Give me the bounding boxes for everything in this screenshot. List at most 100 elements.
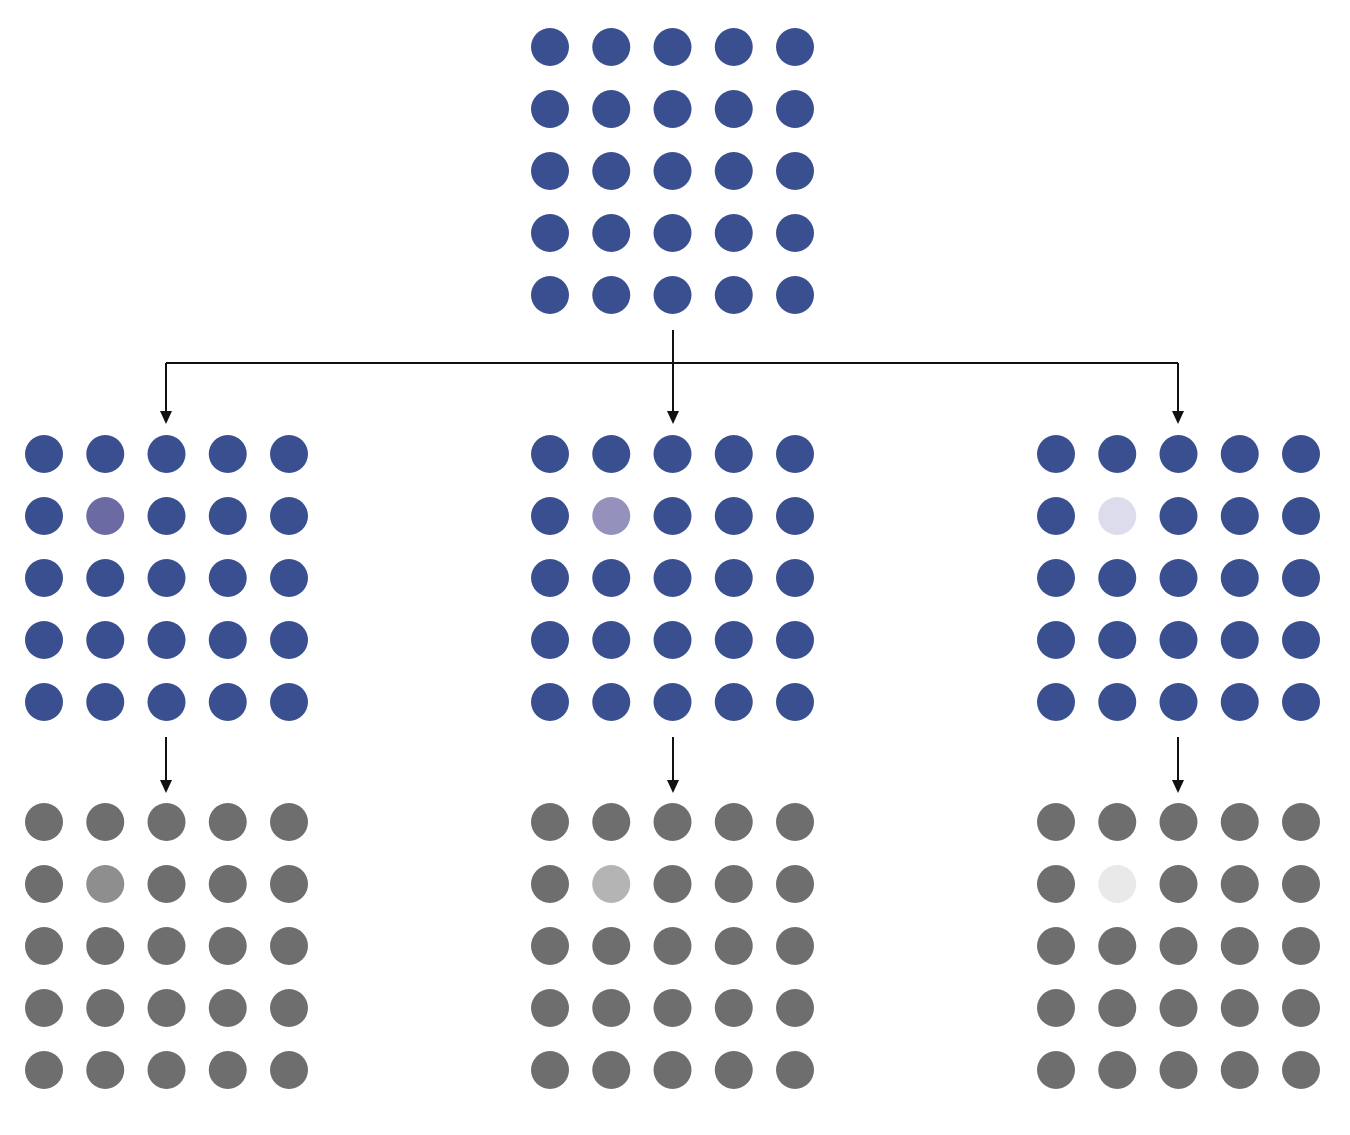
dot: [1098, 927, 1137, 965]
dot: [714, 28, 753, 66]
dot: [592, 214, 631, 252]
dot: [714, 865, 753, 903]
dot: [531, 803, 569, 841]
dot: [653, 28, 692, 66]
dot: [208, 865, 247, 903]
dot: [714, 90, 753, 128]
dot: [776, 435, 814, 473]
dot: [1098, 803, 1137, 841]
dot: [25, 803, 63, 841]
dot: [592, 803, 631, 841]
dot: [1037, 803, 1075, 841]
dot: [147, 559, 186, 597]
dot: [147, 621, 186, 659]
dot: [147, 683, 186, 721]
dot: [531, 1051, 569, 1089]
dot: [714, 989, 753, 1027]
dot: [776, 152, 814, 190]
dot: [714, 214, 753, 252]
dot: [86, 989, 125, 1027]
dot: [776, 214, 814, 252]
dot: [714, 803, 753, 841]
dot: [1037, 927, 1075, 965]
dot: [653, 683, 692, 721]
dot: [1159, 497, 1198, 535]
dot: [531, 90, 569, 128]
dot: [776, 1051, 814, 1089]
dot: [270, 435, 308, 473]
dot: [714, 927, 753, 965]
dot: [1282, 559, 1320, 597]
dot: [208, 683, 247, 721]
dot: [653, 927, 692, 965]
highlighted-dot: [592, 497, 631, 535]
dot: [86, 803, 125, 841]
dot: [86, 1051, 125, 1089]
dot: [776, 927, 814, 965]
dot: [1159, 621, 1198, 659]
dot: [1159, 435, 1198, 473]
dot: [776, 683, 814, 721]
dot: [776, 90, 814, 128]
arrowhead-right: [1172, 411, 1184, 424]
gray-grid-branch-1: [25, 803, 308, 1089]
dot: [270, 1051, 308, 1089]
color-grid-branch-1: [25, 435, 308, 721]
dot: [592, 559, 631, 597]
dot: [531, 276, 569, 314]
dot: [1159, 683, 1198, 721]
dot: [776, 276, 814, 314]
branch-dot-grids: [25, 435, 1320, 1089]
dot: [1037, 559, 1075, 597]
dot: [147, 927, 186, 965]
dot: [653, 803, 692, 841]
dot: [86, 683, 125, 721]
dot: [25, 865, 63, 903]
dot: [1282, 803, 1320, 841]
dot: [531, 683, 569, 721]
dot: [653, 497, 692, 535]
dot: [1282, 497, 1320, 535]
dot: [592, 1051, 631, 1089]
dot: [653, 559, 692, 597]
dot: [776, 803, 814, 841]
dot: [208, 927, 247, 965]
dot: [653, 435, 692, 473]
highlighted-dot: [1098, 497, 1137, 535]
dot: [1282, 989, 1320, 1027]
dot: [653, 1051, 692, 1089]
dot: [714, 435, 753, 473]
dot: [1282, 865, 1320, 903]
dot: [1220, 621, 1259, 659]
gray-grid-branch-2: [531, 803, 814, 1089]
dot: [1159, 989, 1198, 1027]
dot: [1220, 865, 1259, 903]
dot: [270, 927, 308, 965]
dot: [592, 989, 631, 1027]
dot: [592, 621, 631, 659]
dot: [1220, 497, 1259, 535]
dot: [531, 559, 569, 597]
dot: [714, 152, 753, 190]
dot: [25, 621, 63, 659]
dot: [776, 621, 814, 659]
dot: [531, 497, 569, 535]
dot: [592, 276, 631, 314]
dot: [147, 435, 186, 473]
dot: [531, 927, 569, 965]
down-arrowhead-middle: [667, 780, 679, 793]
dot: [270, 803, 308, 841]
dot: [86, 559, 125, 597]
dot: [25, 435, 63, 473]
dot: [592, 683, 631, 721]
dot: [653, 152, 692, 190]
dot: [776, 497, 814, 535]
dot: [653, 214, 692, 252]
dot: [86, 621, 125, 659]
dot: [531, 621, 569, 659]
dot: [208, 989, 247, 1027]
dot: [25, 559, 63, 597]
highlighted-dot: [86, 497, 125, 535]
dot: [1282, 435, 1320, 473]
